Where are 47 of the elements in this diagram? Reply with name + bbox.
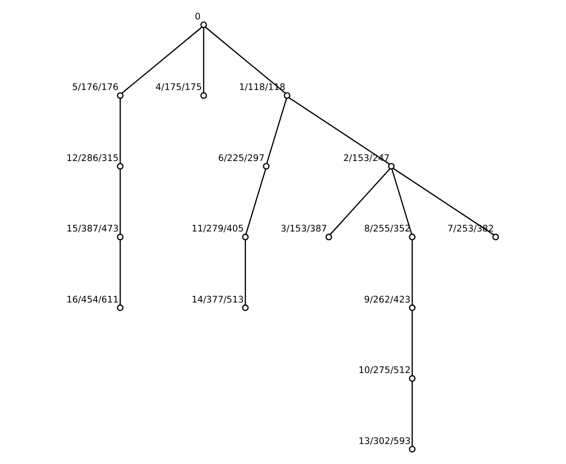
node-circle — [408, 234, 416, 240]
node-circle — [492, 234, 499, 240]
connector — [412, 381, 413, 446]
node-circle — [388, 162, 395, 170]
node-label: 10/275/512 — [358, 366, 411, 376]
node-label: 9/262/423 — [364, 295, 410, 306]
connector — [205, 26, 286, 94]
connector — [412, 240, 413, 305]
node-label: 0 — [194, 12, 201, 22]
connector — [412, 310, 413, 376]
connector — [120, 169, 121, 234]
node-circle — [408, 375, 416, 382]
node-label: 11/279/405 — [192, 224, 244, 235]
connector — [330, 168, 390, 235]
connector — [122, 26, 202, 94]
node-circle — [325, 234, 332, 240]
node-label: 3/153/387 — [280, 224, 328, 235]
connector — [288, 97, 390, 165]
node-circle — [200, 21, 207, 28]
node-label: 16/454/611 — [66, 295, 119, 306]
connector — [120, 98, 121, 164]
node-label: 6/225/297 — [218, 154, 264, 164]
connector — [203, 28, 204, 93]
node-circle — [242, 304, 249, 312]
connector — [266, 98, 288, 164]
connector — [392, 168, 494, 236]
node-label: 14/377/513 — [192, 295, 244, 306]
node-label: 15/387/473 — [66, 224, 119, 235]
connector — [245, 168, 266, 234]
node-label: 12/286/315 — [66, 154, 119, 164]
node-circle — [242, 234, 249, 240]
node-label: 8/255/352 — [364, 224, 410, 235]
connector — [391, 168, 412, 234]
node-circle — [116, 304, 124, 312]
node-circle — [200, 92, 207, 99]
node-circle — [116, 92, 124, 99]
node-label: 5/176/176 — [72, 83, 118, 94]
node-circle — [262, 162, 270, 170]
node-circle — [116, 162, 124, 170]
node-circle — [408, 446, 416, 452]
node-label: 13/302/593 — [358, 436, 411, 447]
connector — [244, 240, 246, 305]
node-circle — [284, 92, 290, 99]
connector — [120, 240, 121, 305]
node-circle — [408, 304, 416, 312]
node-label: 4/175/175 — [156, 83, 202, 94]
node-circle — [116, 234, 124, 240]
